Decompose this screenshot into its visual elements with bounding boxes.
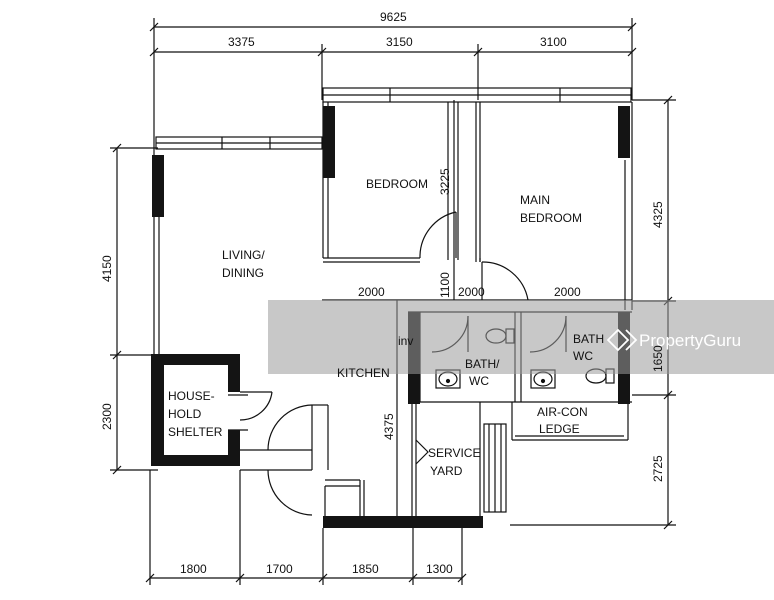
- dim-top-right: 3100: [540, 35, 567, 49]
- bedroom-door-swing: [419, 211, 457, 259]
- dim-kitchen-depth: 4375: [382, 413, 396, 440]
- dim-right-upper: 4325: [651, 201, 665, 228]
- dim-right-lower: 2725: [651, 455, 665, 482]
- dim-left-lower: 2300: [100, 403, 114, 430]
- watermark-band: [268, 300, 774, 374]
- dim-right-middle: 1650: [651, 345, 665, 372]
- room-shelter-line3: SHELTER: [168, 425, 223, 439]
- room-main-bedroom-line1: MAIN: [520, 193, 550, 207]
- service-yard-louvres: [483, 423, 507, 513]
- dim-bottom-4: 1300: [426, 562, 453, 576]
- dimension-labels: 9625 3375 3150 3100 4325 1650 2725 4150 …: [100, 10, 665, 576]
- room-labels: BEDROOM MAIN BEDROOM LIVING/ DINING KITC…: [168, 177, 604, 478]
- dim-left-upper: 4150: [100, 255, 114, 282]
- dim-bedroom-depth: 3225: [438, 168, 452, 195]
- dim-inner-right: 2000: [554, 285, 581, 299]
- room-kitchen: KITCHEN: [337, 366, 390, 380]
- room-bedroom: BEDROOM: [366, 177, 428, 191]
- room-bath1-line1: BATH/: [465, 357, 500, 371]
- watermark: PropertyGuru inv: [268, 300, 774, 374]
- propertyguru-logo-icon: [606, 328, 638, 352]
- left-dimension-lines: [110, 143, 158, 475]
- dim-inner-middle: 2000: [458, 285, 485, 299]
- watermark-fragment: inv: [398, 334, 413, 348]
- entrance-door-upper: [267, 404, 313, 451]
- room-bath1-line2: WC: [469, 374, 489, 388]
- dim-top-middle: 3150: [386, 35, 413, 49]
- entrance-door-lower: [267, 469, 313, 516]
- room-aircon-line2: LEDGE: [539, 422, 580, 436]
- room-service-line1: SERVICE: [428, 446, 480, 460]
- dim-inner-left: 2000: [358, 285, 385, 299]
- bottom-dimension-lines: [145, 470, 467, 585]
- room-bath2-line2: WC: [573, 349, 593, 363]
- watermark-brand: PropertyGuru: [639, 331, 741, 350]
- dim-bottom-2: 1700: [266, 562, 293, 576]
- room-shelter-line1: HOUSE-: [168, 389, 215, 403]
- service-yard-door: [415, 439, 429, 465]
- shelter-door-swing: [239, 391, 273, 421]
- room-main-bedroom-line2: BEDROOM: [520, 211, 582, 225]
- main-bedroom-door-swing: [481, 261, 529, 301]
- room-living-line1: LIVING/: [222, 248, 265, 262]
- room-bath2-line1: BATH: [573, 332, 604, 346]
- dim-bottom-3: 1850: [352, 562, 379, 576]
- dim-overall-width: 9625: [380, 10, 407, 24]
- dim-corridor-gap: 1100: [438, 272, 452, 298]
- room-shelter-line2: HOLD: [168, 407, 202, 421]
- top-dimension-lines: [149, 18, 637, 160]
- top-windows: [155, 87, 632, 150]
- room-aircon-line1: AIR-CON: [537, 405, 588, 419]
- room-living-line2: DINING: [222, 266, 264, 280]
- dim-bottom-1: 1800: [180, 562, 207, 576]
- walls: [153, 102, 633, 516]
- dim-top-left: 3375: [228, 35, 255, 49]
- room-service-line2: YARD: [430, 464, 463, 478]
